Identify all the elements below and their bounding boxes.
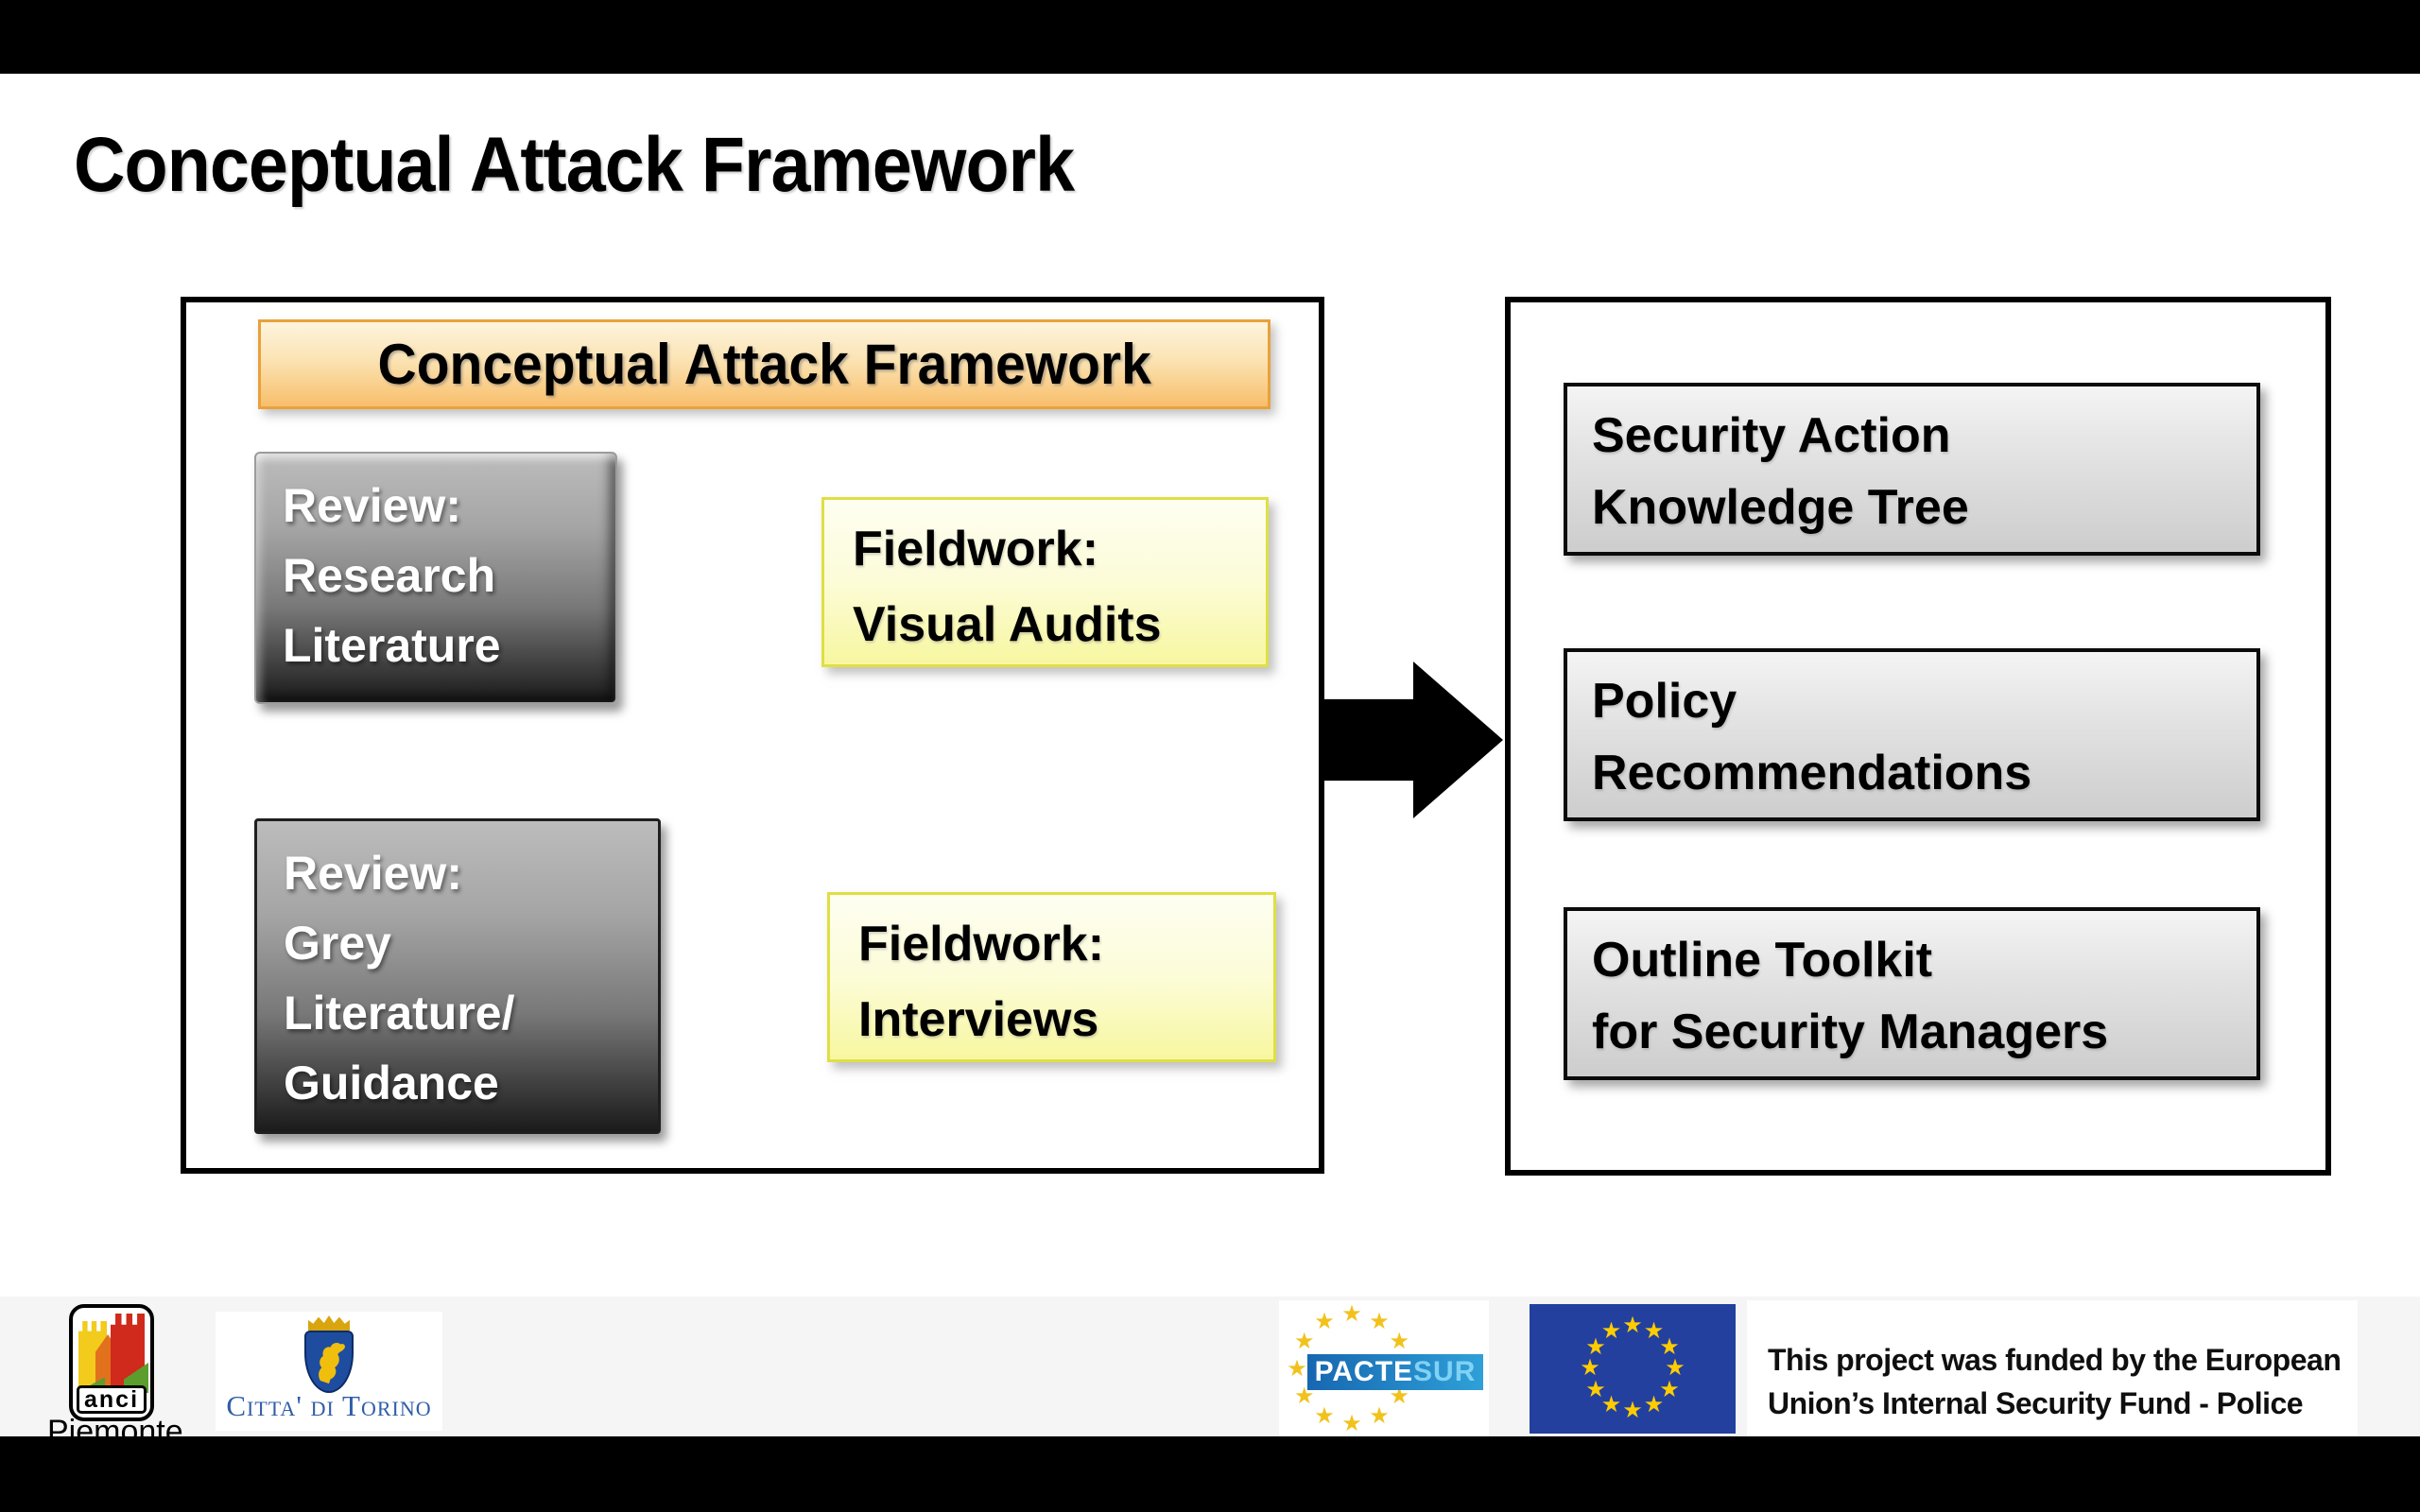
star-icon: ★	[1600, 1318, 1622, 1345]
star-icon: ★	[1643, 1391, 1665, 1418]
eu-flag: ★★★★★★★★★★★★	[1530, 1304, 1736, 1434]
anci-logo-label: anci	[77, 1385, 147, 1414]
star-icon: ★	[1622, 1398, 1643, 1423]
star-icon: ★	[1659, 1333, 1680, 1360]
review-research-literature-box: Review: Research Literature	[254, 452, 617, 704]
star-icon: ★	[1341, 1411, 1362, 1436]
star-icon: ★	[1622, 1313, 1643, 1338]
star-icon: ★	[1585, 1333, 1606, 1360]
slide-title: Conceptual Attack Framework	[74, 122, 1075, 208]
top-letterbox-bar	[0, 0, 2420, 74]
star-icon: ★	[1600, 1391, 1622, 1418]
anci-piemonte-logo: anci	[69, 1304, 154, 1421]
star-icon: ★	[1294, 1329, 1315, 1354]
star-icon: ★	[1341, 1301, 1362, 1327]
outline-toolkit-box: Outline Toolkit for Security Managers	[1564, 907, 2260, 1080]
fieldwork-interviews-box: Fieldwork: Interviews	[827, 892, 1276, 1062]
framework-header-box: Conceptual Attack Framework	[258, 319, 1270, 409]
star-icon: ★	[1659, 1376, 1680, 1402]
star-icon: ★	[1389, 1383, 1409, 1409]
funding-text-background	[1747, 1300, 2358, 1436]
star-icon: ★	[1369, 1403, 1390, 1430]
review-grey-literature-box: Review: Grey Literature/ Guidance	[254, 818, 661, 1134]
star-icon: ★	[1585, 1376, 1606, 1402]
star-icon: ★	[1389, 1329, 1409, 1354]
star-icon: ★	[1580, 1355, 1600, 1381]
fieldwork-visual-audits-box: Fieldwork: Visual Audits	[821, 497, 1269, 667]
star-icon: ★	[1294, 1383, 1315, 1409]
star-icon: ★	[1369, 1308, 1390, 1334]
funding-text: This project was funded by the European …	[1768, 1343, 2342, 1420]
pactesur-name-left: PACTE	[1314, 1356, 1414, 1387]
torino-bull-icon	[319, 1342, 345, 1384]
star-icon: ★	[1287, 1356, 1307, 1382]
pactesur-name-right: SUR	[1413, 1356, 1477, 1387]
star-icon: ★	[1314, 1308, 1335, 1334]
bottom-letterbox-bar	[0, 1436, 2420, 1512]
torino-shield-icon	[304, 1331, 354, 1393]
torino-logo-background: Citta' di Torino	[216, 1312, 442, 1431]
torino-logo-label: Citta' di Torino	[226, 1389, 432, 1422]
torino-crown-icon	[308, 1315, 350, 1331]
policy-recommendations-box: Policy Recommendations	[1564, 648, 2260, 821]
right-block-arrow-icon	[1323, 662, 1503, 818]
star-icon: ★	[1314, 1403, 1335, 1430]
framework-header-label: Conceptual Attack Framework	[377, 333, 1151, 396]
star-icon: ★	[1665, 1355, 1685, 1381]
star-icon: ★	[1643, 1318, 1665, 1345]
security-action-knowledge-tree-box: Security Action Knowledge Tree	[1564, 383, 2260, 556]
